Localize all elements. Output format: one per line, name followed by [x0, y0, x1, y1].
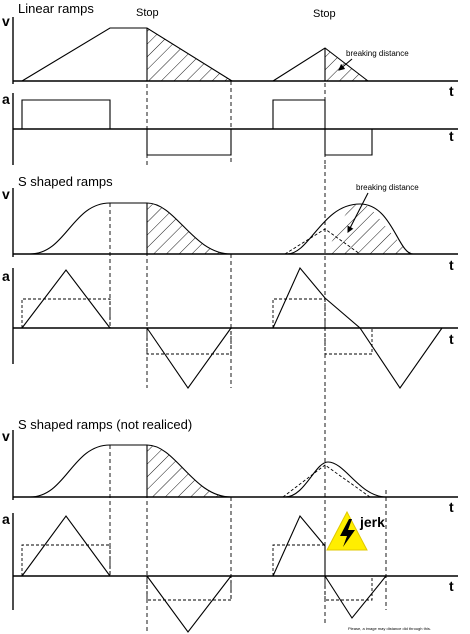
- not-realized-panel: S shaped ramps (not realiced) v t a t: [2, 388, 458, 633]
- velocity-curve-nr-1: [29, 444, 232, 498]
- braking-area-s-1: [147, 203, 231, 254]
- accel-triangle-nr-2: [272, 514, 387, 619]
- velocity-curve-s-2: [286, 203, 414, 255]
- t-axis-label-5: t: [449, 499, 454, 515]
- velocity-curve-linear-1: [21, 27, 233, 82]
- not-realized-title: S shaped ramps (not realiced): [18, 417, 192, 432]
- braking-area-s-2: [325, 204, 413, 254]
- accel-rect-2: [272, 99, 326, 129]
- t-axis-label-6: t: [449, 578, 454, 594]
- t-axis-label-1: t: [449, 83, 454, 99]
- v-axis-label-1: v: [2, 13, 10, 29]
- velocity-linear-reference-nr: [282, 464, 371, 498]
- t-axis-label-3: t: [449, 257, 454, 273]
- accel-triangle-nr-1: [21, 515, 111, 577]
- decel-rect-1: [146, 129, 232, 156]
- accel-rect-ref-s-1: [21, 298, 111, 328]
- lightning-bolt-warning-icon: [326, 510, 368, 551]
- accel-rect-1: [21, 99, 111, 129]
- braking-area-nr-1: [147, 445, 231, 497]
- velocity-curve-nr-2: [284, 461, 387, 498]
- decel-rect-ref-nr-1: [146, 576, 232, 601]
- accel-rect-ref-nr-1: [21, 544, 111, 576]
- v-axis-label-3: v: [2, 428, 10, 444]
- t-axis-label-2: t: [449, 128, 454, 144]
- linear-ramps-title: Linear ramps: [18, 1, 94, 16]
- decel-rect-2: [324, 129, 373, 156]
- stop-label-2: Stop: [313, 8, 336, 20]
- v-axis-label-2: v: [2, 186, 10, 202]
- jerk-label: jerk: [359, 514, 385, 530]
- linear-ramps-panel: Linear ramps Stop Stop v t breaking dist…: [2, 1, 458, 165]
- braking-distance-label-1: breaking distance: [346, 49, 409, 58]
- stop-label-1: Stop: [136, 7, 159, 19]
- a-axis-label-1: a: [2, 91, 10, 107]
- accel-rect-ref-nr-2: [272, 544, 326, 576]
- a-axis-label-3: a: [2, 511, 10, 527]
- braking-distance-pointer-1: [338, 58, 353, 71]
- decel-triangle-s-1: [146, 327, 232, 389]
- accel-rect-ref-s-2: [272, 298, 326, 328]
- a-axis-label-2: a: [2, 268, 10, 284]
- braking-distance-pointer-2: [347, 192, 369, 233]
- accel-triangle-s-2: [272, 266, 443, 389]
- braking-distance-label-2: breaking distance: [356, 183, 419, 192]
- decel-rect-ref-nr-2: [324, 576, 373, 601]
- s-shaped-title: S shaped ramps: [18, 174, 113, 189]
- t-axis-label-4: t: [449, 331, 454, 347]
- decel-rect-ref-s-1: [146, 328, 232, 355]
- footer-note: Please, a image may distance did through…: [348, 626, 431, 631]
- accel-triangle-s-1: [21, 269, 111, 329]
- decel-triangle-nr-1: [146, 575, 232, 633]
- s-shaped-panel: S shaped ramps v t breaking distance a t: [2, 165, 458, 389]
- decel-rect-ref-s-2: [324, 328, 373, 355]
